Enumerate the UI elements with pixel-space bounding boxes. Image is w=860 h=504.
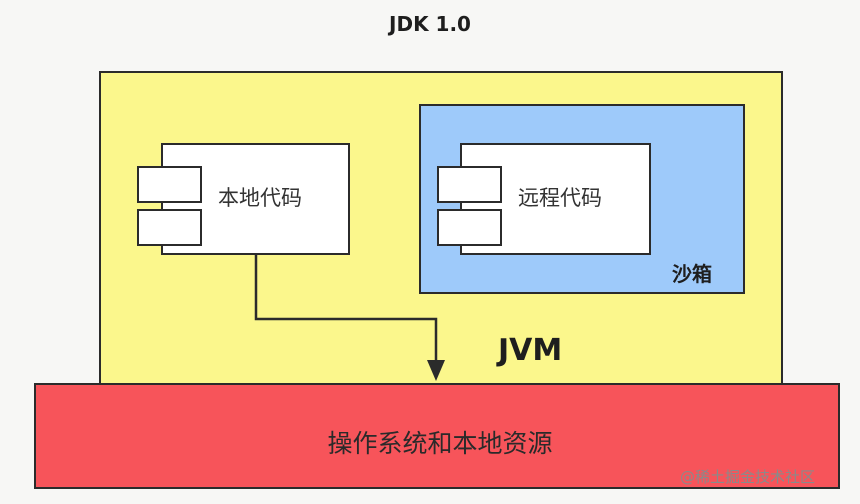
watermark: @稀土掘金技术社区	[680, 468, 816, 486]
jvm-label: JVM	[498, 333, 563, 368]
local-code-label: 本地代码	[218, 186, 302, 210]
arrowhead-icon	[427, 360, 445, 381]
diagram-title: JDK 1.0	[389, 12, 471, 36]
os-resources-label: 操作系统和本地资源	[327, 429, 553, 458]
remote-code-component-port-top	[437, 166, 502, 203]
os-resources-box	[34, 383, 840, 489]
local-code-component-port-top	[137, 166, 202, 203]
remote-code-component-port-bottom	[437, 209, 502, 246]
connector-line	[254, 255, 438, 362]
sandbox-label: 沙箱	[672, 262, 712, 286]
remote-code-label: 远程代码	[518, 186, 602, 210]
local-code-component-port-bottom	[137, 209, 202, 246]
